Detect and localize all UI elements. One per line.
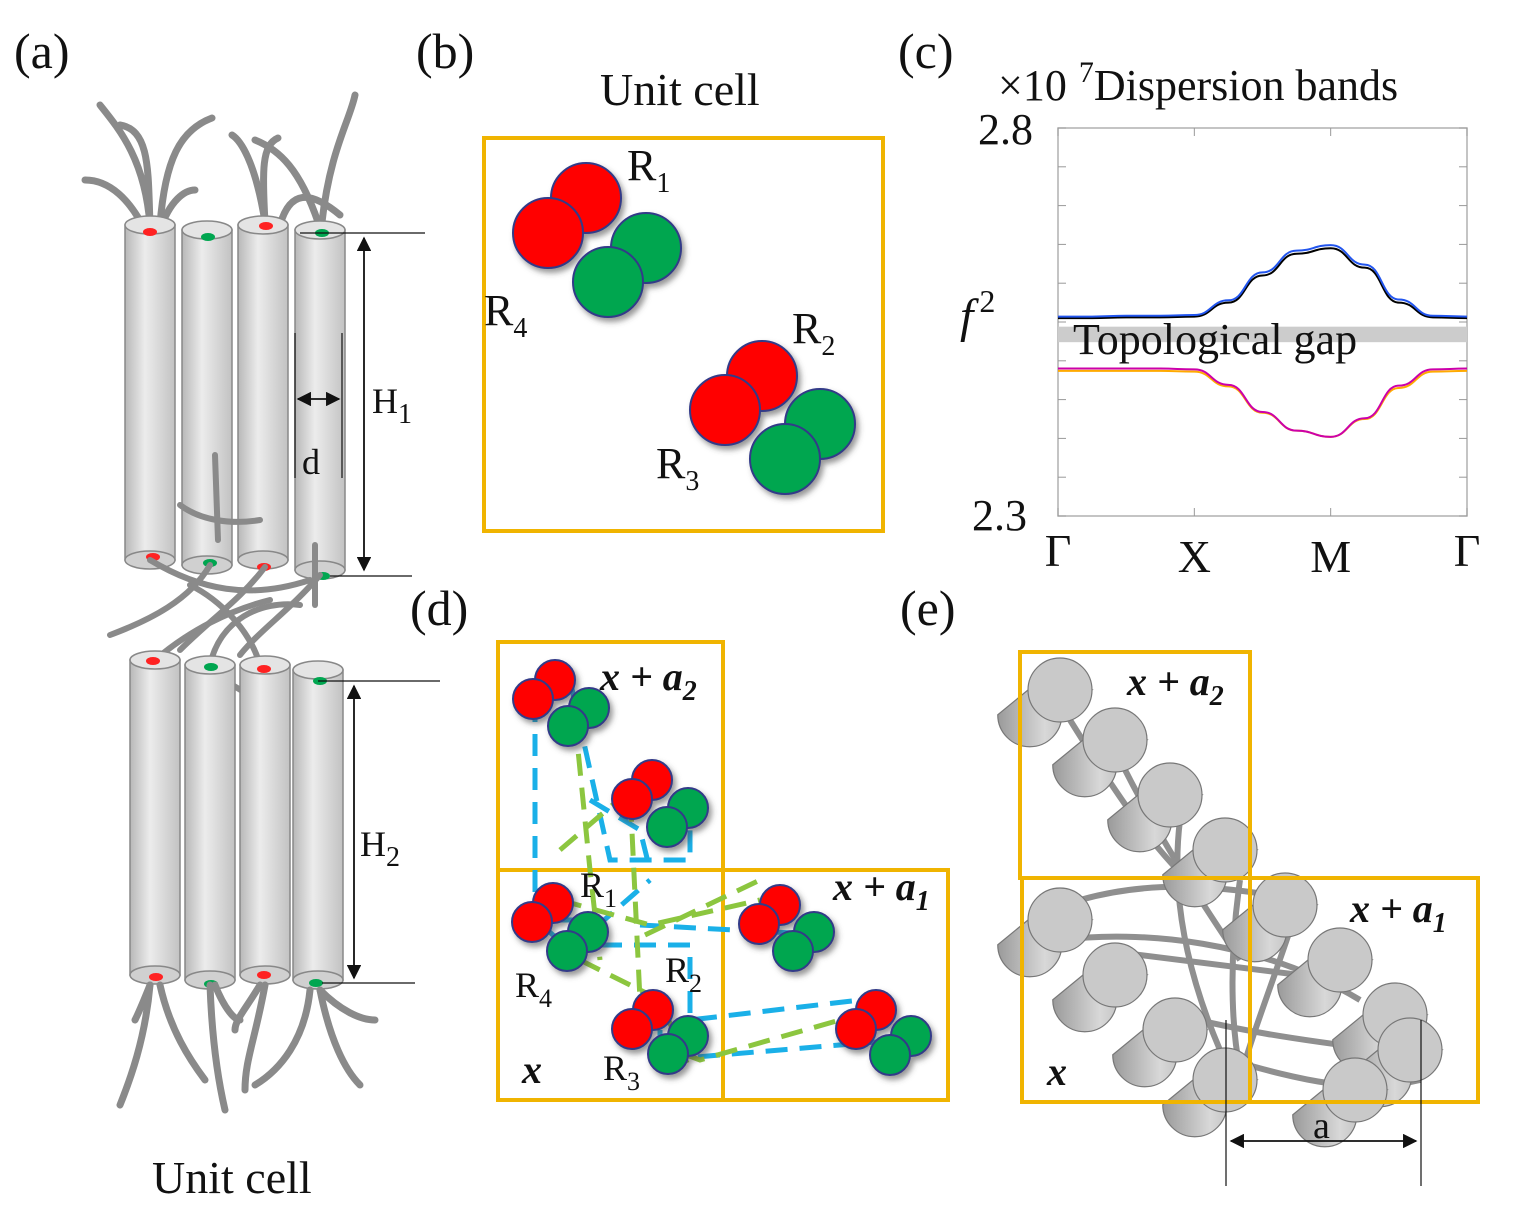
rod-3d — [1277, 927, 1374, 1018]
panel-c-label: (c) — [898, 23, 954, 79]
rod-array-3d — [997, 657, 1444, 1148]
label-r1: R1 — [627, 141, 670, 199]
rod-cylinder — [292, 660, 344, 990]
rod-cylinder — [294, 220, 346, 580]
resonator-group-2 — [689, 340, 856, 495]
label-x: x — [521, 1047, 542, 1092]
upper-rod-bundle — [124, 215, 346, 580]
chart-ticks — [1057, 127, 1468, 517]
rod-cylinder — [129, 650, 181, 985]
rod-cylinder — [124, 215, 176, 570]
x-tick-label: Γ — [1045, 525, 1072, 576]
label-x-plus-a1: x + a1 — [832, 864, 930, 917]
x-tick-label: M — [1310, 531, 1351, 582]
dimension-h1: H1 — [300, 232, 425, 577]
label-r4: R4 — [484, 286, 527, 344]
lower-wires — [116, 981, 379, 1114]
dimension-d: d — [294, 333, 343, 482]
label-r1-d: R1 — [580, 865, 617, 913]
y-tick-top: 2.8 — [978, 105, 1033, 154]
h1-label: H1 — [372, 381, 412, 430]
band-line-2 — [1058, 244, 1468, 318]
rod-3d — [997, 887, 1094, 978]
panel-b-title: Unit cell — [600, 64, 760, 115]
cell-frame-x-plus-a1 — [721, 868, 950, 1102]
dimension-h2: H2 — [318, 680, 440, 984]
upper-wires — [81, 91, 359, 234]
panel-a-label: (a) — [14, 23, 70, 79]
lower-rod-bundle — [129, 650, 344, 990]
band-series — [1058, 244, 1468, 438]
label-r4-d: R4 — [515, 965, 552, 1013]
x-tick-label: Γ — [1454, 525, 1481, 576]
band-line-4 — [1058, 367, 1468, 438]
resonators-d — [511, 659, 932, 1076]
rod-3d — [1292, 1057, 1389, 1148]
panel-d: (d) — [410, 580, 950, 1102]
label-x-plus-a1-e: x + a1 — [1349, 886, 1447, 939]
rod-3d — [1052, 942, 1149, 1033]
rod-cylinder — [184, 655, 236, 990]
panel-a-caption: Unit cell — [152, 1152, 312, 1203]
resonator-cluster — [835, 989, 932, 1076]
label-r2-d: R2 — [665, 950, 702, 998]
lattice-constant-label: a — [1313, 1105, 1330, 1147]
gap-label: Topological gap — [1073, 315, 1357, 364]
y-tick-bottom: 2.3 — [972, 491, 1027, 540]
rod-3d — [1162, 1047, 1259, 1138]
x-tick-label: X — [1178, 531, 1211, 582]
chart-frame — [1057, 127, 1468, 517]
label-x-e: x — [1046, 1049, 1067, 1094]
label-r3: R3 — [656, 439, 699, 497]
rod-3d — [1222, 872, 1319, 963]
panel-b-label: (b) — [416, 23, 474, 79]
topological-gap-band — [1058, 326, 1467, 343]
label-x-plus-a2: x + a2 — [599, 654, 697, 707]
h2-label: H2 — [360, 824, 400, 873]
rod-cylinder — [237, 215, 289, 570]
panel-b: (b) Unit cell R1 R4 R2 R3 — [416, 23, 885, 533]
panel-a: (a) — [14, 23, 440, 1203]
lattice-frames-e — [1018, 650, 1480, 1104]
cell-frame-x-plus-a1 — [1248, 876, 1480, 1104]
rod-3d — [1107, 762, 1204, 853]
resonator-cluster — [738, 884, 835, 972]
label-r2: R2 — [792, 304, 835, 362]
label-r3-d: R3 — [603, 1048, 640, 1096]
rod-3d — [1112, 997, 1209, 1088]
band-line-1 — [1058, 247, 1468, 320]
d-label: d — [302, 442, 320, 482]
resonator-cluster — [511, 882, 609, 972]
resonator-group-1 — [512, 162, 682, 318]
panel-e: (e) x + a2 x + a1 x a — [900, 580, 1480, 1186]
lattice-frames — [496, 640, 950, 1102]
rod-cylinder — [239, 655, 291, 985]
panel-e-label: (e) — [900, 580, 956, 636]
resonator-cluster — [611, 759, 709, 848]
lattice-constant-dimension: a — [1225, 1020, 1422, 1186]
rod-3d — [1052, 707, 1149, 798]
resonator-cluster — [512, 659, 610, 747]
coupling-wire — [1229, 879, 1243, 1071]
panel-d-label: (d) — [410, 580, 468, 636]
label-x-plus-a2-e: x + a2 — [1126, 659, 1224, 712]
resonator-cluster — [611, 989, 709, 1075]
unit-cell-frame — [482, 136, 885, 533]
